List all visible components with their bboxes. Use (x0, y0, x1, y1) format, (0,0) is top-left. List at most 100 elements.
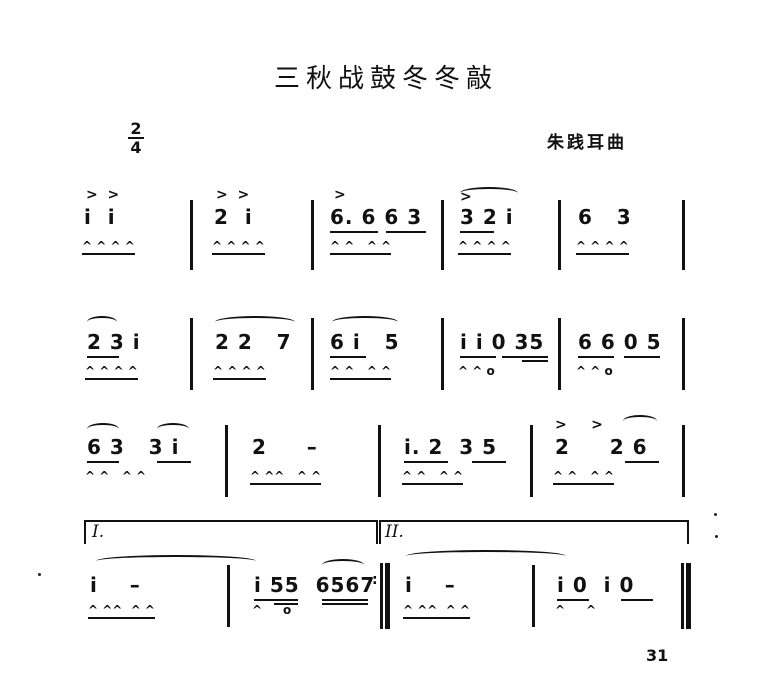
beam-underline (522, 360, 548, 362)
slur (215, 316, 295, 328)
staff-row-2: 2 3 i ^ ^ ^ ^ 2 2 7 ^ ^ ^ ^ 6 i 5 ^ ^ ^ … (0, 310, 772, 395)
slur (332, 316, 398, 328)
barline (311, 200, 314, 270)
note-group: 2 2 7 (215, 330, 292, 354)
slur (96, 555, 256, 567)
drum-stroke-marks: ^ ^^ ^ ^ (250, 469, 322, 485)
drum-stroke-marks: ^ ^ ^ ^ (576, 239, 629, 255)
accent-mark: > > (216, 187, 250, 203)
note-group: 3 2 i (460, 205, 514, 229)
slur (460, 187, 518, 199)
measure: i – ^ ^^ ^ ^ (403, 555, 528, 635)
drum-stroke-marks: ^ ^ o (458, 364, 495, 378)
accent-mark: > > (86, 187, 120, 203)
beam-underline (386, 231, 426, 233)
accent-mark: > > (555, 417, 603, 433)
barline (682, 318, 685, 390)
drum-stroke-marks: ^ ^ ^ ^ (213, 364, 266, 380)
beam-underline (472, 461, 506, 463)
barline (378, 425, 381, 497)
measure: 2 3 i ^ ^ ^ ^ (85, 310, 185, 390)
volta-bracket-2 (379, 520, 689, 544)
beam-underline (87, 461, 119, 463)
repeat-barline-thick (385, 563, 390, 629)
slur (87, 423, 119, 435)
beam-underline (404, 461, 448, 463)
note-group: 2 i (214, 205, 253, 229)
scan-speck (38, 573, 41, 576)
barline (190, 200, 193, 270)
drum-stroke-marks: ^ ^^ ^ ^ (403, 603, 470, 619)
staff-row-4: I. i – ^ ^^ ^ ^ i 55 6567 ^ o : II. i – … (0, 515, 772, 629)
repeat-barline (380, 563, 383, 629)
barline (441, 318, 444, 390)
beam-underline (157, 461, 191, 463)
note-group: 2 2 6 (555, 435, 648, 459)
beam-underline (274, 603, 298, 605)
score-title: 三秋战鼓冬冬敲 (273, 64, 498, 94)
drum-stroke-marks: ^ ^ ^ ^ (85, 364, 138, 380)
accent-mark: > (334, 187, 346, 203)
page-number: 31 (646, 646, 669, 665)
beam-underline (625, 461, 659, 463)
beam-underline (557, 599, 589, 601)
beam-underline (460, 356, 496, 358)
final-barline-thick (686, 563, 691, 629)
scan-speck (714, 513, 717, 516)
measure: 6 6 0 5 ^ ^ o (576, 310, 676, 390)
note-group: 6 3 (578, 205, 632, 229)
note-group: 6 i 5 (330, 330, 400, 354)
drum-stroke-marks: ^ ^ ^ ^ (330, 364, 392, 380)
drum-stroke-marks: ^ ^ (555, 603, 596, 617)
measure: i – ^ ^^ ^ ^ (88, 555, 218, 635)
note-group: i i 0 35 (460, 330, 545, 354)
note-group: i – (405, 573, 456, 597)
composer-credit: 朱践耳曲 (547, 133, 627, 153)
beam-underline (330, 231, 378, 233)
barline (682, 200, 685, 270)
slur (623, 415, 657, 427)
drum-stroke-marks: ^ o (252, 603, 292, 617)
note-group: i 55 6567 (254, 573, 376, 597)
drum-stroke-marks: ^ ^ ^ ^ (402, 469, 464, 485)
measure: 2 – ^ ^^ ^ ^ (250, 415, 370, 495)
accent-mark: > (460, 189, 472, 205)
slur (406, 550, 566, 562)
barline (558, 318, 561, 390)
drum-stroke-marks: ^ ^^ ^ ^ (88, 603, 155, 619)
volta-label-1: I. (92, 522, 105, 542)
measure: > > i i ^ ^ ^ ^ (82, 185, 182, 265)
beam-underline (254, 599, 298, 601)
measure: 6 3 ^ ^ ^ ^ (576, 185, 676, 265)
drum-stroke-marks: ^ ^ ^ ^ (85, 469, 147, 483)
note-group: 2 – (252, 435, 318, 459)
barline (532, 565, 535, 627)
volta-bracket-1 (84, 520, 378, 544)
time-signature-denominator: 4 (130, 138, 142, 157)
measure: > 3 2 i ^ ^ ^ ^ (458, 185, 553, 265)
drum-stroke-marks: ^ ^ ^ ^ (330, 239, 392, 255)
time-signature: 2 4 (128, 120, 144, 156)
barline (225, 425, 228, 497)
beam-underline (322, 603, 368, 605)
time-signature-numerator: 2 (128, 120, 144, 139)
barline (190, 318, 193, 390)
scan-speck (715, 535, 718, 538)
drum-stroke-marks: ^ ^ ^ ^ (458, 239, 511, 255)
beam-underline (87, 356, 119, 358)
repeat-end-dots: : (372, 572, 378, 588)
beam-underline (621, 599, 653, 601)
note-group: i. 2 3 5 (404, 435, 498, 459)
beam-underline (578, 356, 614, 358)
measure: > > 2 i ^ ^ ^ ^ (212, 185, 307, 265)
barline (441, 200, 444, 270)
drum-stroke-marks: ^ ^ ^ ^ (212, 239, 265, 255)
note-group: 2 3 i (87, 330, 141, 354)
volta-label-2: II. (385, 522, 404, 542)
beam-underline (322, 599, 368, 601)
slur (157, 423, 189, 435)
note-group: 6 3 3 i (87, 435, 180, 459)
beam-underline (460, 231, 494, 233)
note-group: i 0 i 0 (557, 573, 635, 597)
beam-underline (502, 356, 548, 358)
